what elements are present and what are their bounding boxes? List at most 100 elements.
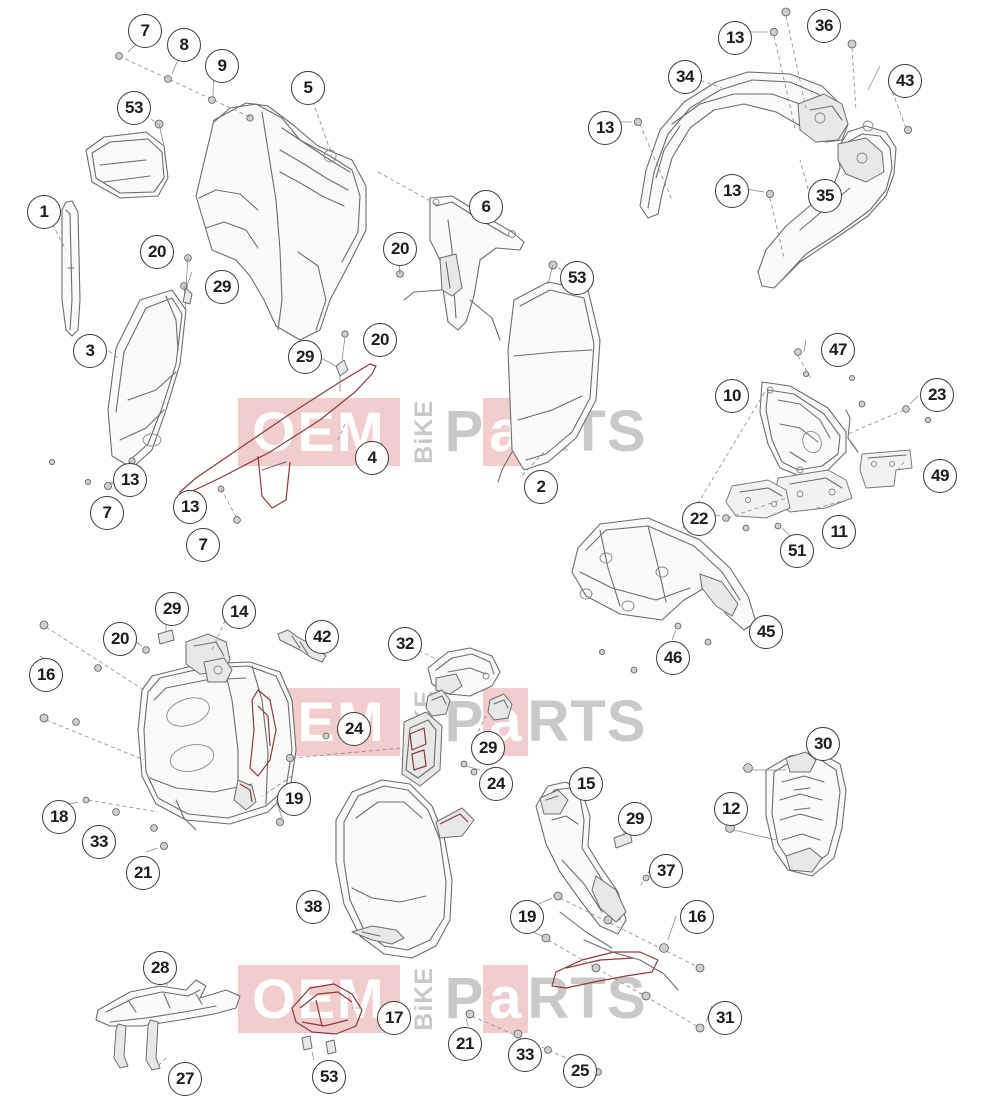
part-3-left-fairing: [107, 282, 188, 469]
lead-49: [897, 461, 905, 471]
callout-balloon-34[interactable]: 34: [668, 60, 702, 94]
callout-balloon-45[interactable]: 45: [749, 615, 783, 649]
callout-balloon-53[interactable]: 53: [117, 91, 151, 125]
part-14-fuel-tank: [137, 633, 297, 831]
callout-balloon-15[interactable]: 15: [569, 767, 603, 801]
callout-balloon-5[interactable]: 5: [291, 71, 325, 105]
callout-balloon-29[interactable]: 29: [471, 731, 505, 765]
callout-balloon-13[interactable]: 13: [718, 21, 752, 55]
callout-balloon-38[interactable]: 38: [296, 890, 330, 924]
lead-11: [809, 499, 847, 511]
callout-balloon-33[interactable]: 33: [82, 825, 116, 859]
part-10-plate-holder: [759, 381, 847, 477]
lead-4: [337, 423, 346, 441]
hardware-20-29-left: [182, 254, 193, 305]
callout-balloon-42[interactable]: 42: [305, 620, 339, 654]
callout-balloon-16[interactable]: 16: [680, 900, 714, 934]
callout-balloon-28[interactable]: 28: [143, 951, 177, 985]
callout-balloon-1[interactable]: 1: [27, 195, 61, 229]
lead-34: [693, 77, 723, 89]
callout-balloon-46[interactable]: 46: [656, 641, 690, 675]
hardware-46: [599, 622, 712, 674]
part-24-connectors: [285, 689, 513, 839]
callout-balloon-24[interactable]: 24: [479, 767, 513, 801]
callout-balloon-18[interactable]: 18: [42, 800, 76, 834]
callout-balloon-7[interactable]: 7: [90, 496, 124, 530]
callout-balloon-11[interactable]: 11: [822, 515, 856, 549]
callout-balloon-43[interactable]: 43: [888, 64, 922, 98]
callout-balloon-27[interactable]: 27: [168, 1062, 202, 1096]
lead-5: [307, 87, 333, 156]
callout-balloon-20[interactable]: 20: [363, 323, 397, 357]
part-42-spark-plug: [277, 629, 327, 663]
callout-balloon-22[interactable]: 22: [682, 502, 716, 536]
callout-balloon-2[interactable]: 2: [524, 470, 558, 504]
callout-balloon-20[interactable]: 20: [383, 232, 417, 266]
callout-balloon-10[interactable]: 10: [715, 379, 749, 413]
callout-balloon-14[interactable]: 14: [222, 595, 256, 629]
callout-balloon-29[interactable]: 29: [288, 340, 322, 374]
callout-balloon-20[interactable]: 20: [103, 622, 137, 656]
part-4-trim-strip: [179, 363, 377, 509]
callout-balloon-32[interactable]: 32: [388, 627, 422, 661]
callout-balloon-23[interactable]: 23: [920, 378, 954, 412]
callout-balloon-13[interactable]: 13: [173, 490, 207, 524]
callout-balloon-13[interactable]: 13: [113, 463, 147, 497]
callout-balloon-25[interactable]: 25: [563, 1054, 597, 1088]
callout-balloon-33[interactable]: 33: [508, 1038, 542, 1072]
callout-balloon-49[interactable]: 49: [923, 459, 957, 493]
callout-balloon-31[interactable]: 31: [708, 1001, 742, 1035]
part-1-left-mask-panel: [61, 200, 81, 337]
hardware-47-23-22-51: [703, 339, 932, 537]
part-49-plate-bracket: [845, 409, 913, 489]
callout-balloon-20[interactable]: 20: [140, 235, 174, 269]
callout-balloon-53[interactable]: 53: [560, 261, 594, 295]
part-6-center-bracket: [403, 195, 525, 341]
callout-balloon-53[interactable]: 53: [312, 1060, 346, 1094]
lead-6: [377, 171, 437, 205]
part-5-front-mask: [195, 102, 367, 341]
callout-balloon-21[interactable]: 21: [126, 856, 160, 890]
part-17-small-cover: [291, 983, 363, 1035]
callout-balloon-7[interactable]: 7: [186, 528, 220, 562]
callout-balloon-17[interactable]: 17: [377, 1001, 411, 1035]
lead-27: [155, 1057, 167, 1069]
part-38-airbox-cover: [335, 779, 453, 959]
callout-balloon-12[interactable]: 12: [714, 792, 748, 826]
lead-19-left: [261, 775, 293, 797]
callout-balloon-13[interactable]: 13: [715, 174, 749, 208]
callout-balloon-37[interactable]: 37: [649, 854, 683, 888]
part-15-subframe-bracket: [535, 781, 679, 991]
callout-balloon-30[interactable]: 30: [806, 727, 840, 761]
callout-balloon-29[interactable]: 29: [618, 802, 652, 836]
callout-balloon-3[interactable]: 3: [73, 334, 107, 368]
callout-balloon-13[interactable]: 13: [588, 111, 622, 145]
callout-balloon-29[interactable]: 29: [205, 270, 239, 304]
lead-29-center: [471, 715, 487, 745]
callout-balloon-36[interactable]: 36: [807, 9, 841, 43]
callout-balloon-21[interactable]: 21: [448, 1027, 482, 1061]
part-45-rear-fender: [571, 517, 757, 631]
callout-balloon-19[interactable]: 19: [510, 900, 544, 934]
callout-balloon-6[interactable]: 6: [469, 190, 503, 224]
callout-balloon-19[interactable]: 19: [277, 782, 311, 816]
callout-balloon-47[interactable]: 47: [821, 333, 855, 367]
part-32-bracket: [427, 647, 501, 697]
part-30-harness-carrier: [765, 751, 847, 877]
callout-balloon-7[interactable]: 7: [128, 14, 162, 48]
callout-balloon-4[interactable]: 4: [355, 441, 389, 475]
callout-balloon-35[interactable]: 35: [808, 179, 842, 213]
lead-32: [405, 643, 439, 661]
callout-balloon-8[interactable]: 8: [167, 28, 201, 62]
callout-balloon-51[interactable]: 51: [780, 534, 814, 568]
hardware-29-20-strip: [309, 330, 349, 392]
part-53-deflector-topleft: [85, 119, 169, 199]
callout-balloon-16[interactable]: 16: [29, 658, 63, 692]
part-28-bash-plate: [95, 979, 241, 1027]
callout-balloon-24[interactable]: 24: [337, 712, 371, 746]
part-27-fasteners: [113, 1019, 161, 1071]
callout-balloon-29[interactable]: 29: [155, 592, 189, 626]
callout-balloon-9[interactable]: 9: [205, 49, 239, 83]
